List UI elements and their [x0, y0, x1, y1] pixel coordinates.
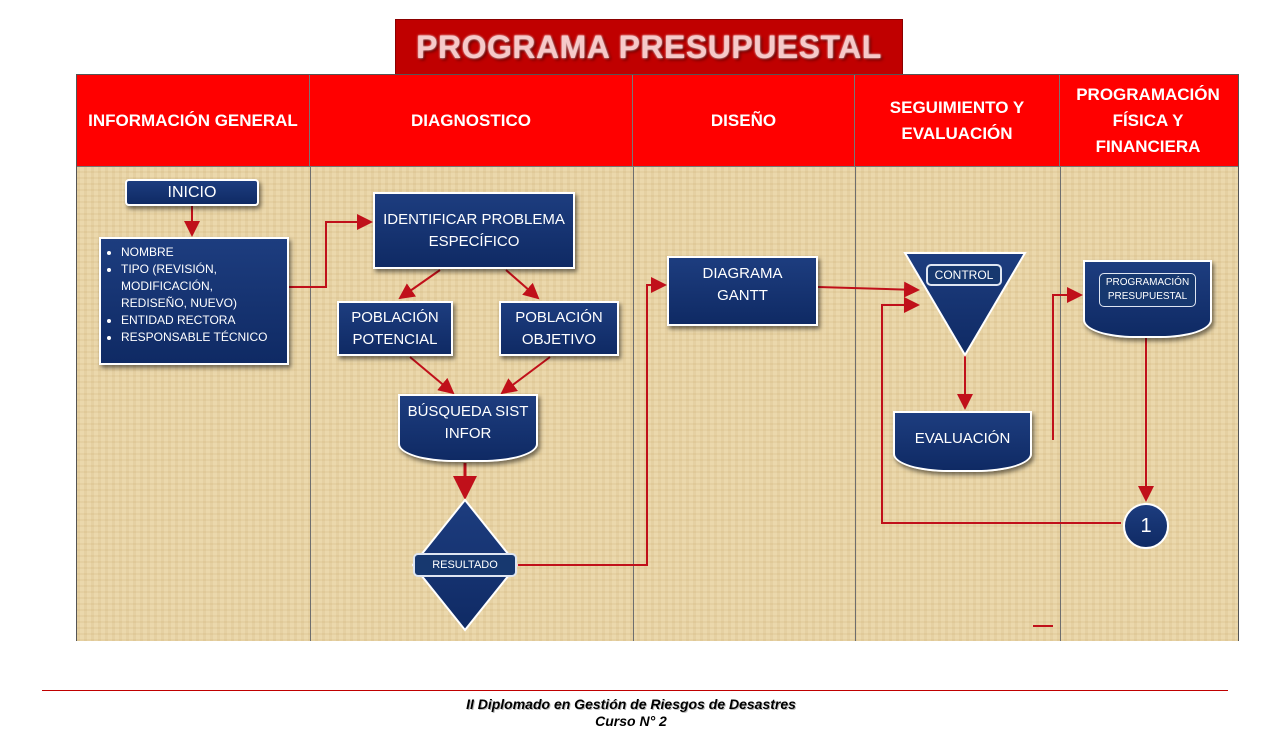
- column-header-informacion-general: INFORMACIÓN GENERAL: [77, 75, 310, 166]
- column-header-programacion: PROGRAMACIÓN FÍSICA Y FINANCIERA: [1076, 84, 1220, 156]
- diagrama-gantt-node[interactable]: DIAGRAMA GANTT: [667, 256, 818, 326]
- lane-divider: [855, 167, 856, 641]
- lane-divider: [1060, 167, 1061, 641]
- info-item-nombre: NOMBRE: [121, 244, 281, 261]
- connector-circle-shape: [1123, 503, 1169, 549]
- info-item-responsable: RESPONSABLE TÉCNICO: [121, 329, 281, 346]
- arrow-connector-loop-to-control: [881, 297, 1121, 524]
- control-label: CONTROL: [934, 268, 994, 282]
- footer-course-number: Curso N° 2: [595, 713, 667, 729]
- evaluacion-node[interactable]: EVALUACIÓN: [893, 411, 1032, 472]
- info-item-entidad: ENTIDAD RECTORA: [121, 312, 281, 329]
- programacion-presupuestal-label: PROGRAMACIÓN PRESUPUESTAL: [1099, 273, 1196, 307]
- arrow-resultado-to-gantt: [517, 277, 667, 566]
- evaluacion-label: EVALUACIÓN: [914, 429, 1011, 447]
- arrow-info-to-identificar: [289, 214, 373, 288]
- inicio-label: INICIO: [167, 183, 217, 201]
- header-row: INFORMACIÓN GENERAL DIAGNOSTICO DISEÑO S…: [77, 75, 1238, 166]
- lane-divider: [633, 167, 634, 641]
- page-title: PROGRAMA PRESUPUESTAL: [416, 29, 882, 65]
- diagrama-gantt-label: DIAGRAMA GANTT: [702, 265, 783, 304]
- resultado-label: RESULTADO: [432, 559, 498, 571]
- column-header-diseno: DISEÑO: [633, 75, 855, 166]
- resultado-node[interactable]: RESULTADO: [413, 553, 517, 577]
- identificar-problema-node[interactable]: IDENTIFICAR PROBLEMA ESPECÍFICO: [373, 192, 575, 269]
- title-banner: PROGRAMA PRESUPUESTAL: [395, 19, 903, 76]
- column-header-diagnostico: DIAGNOSTICO: [310, 75, 633, 166]
- arrow-evaluacion-to-programacion: [1052, 287, 1083, 440]
- info-general-box[interactable]: NOMBRE TIPO (REVISIÓN, MODIFICACIÓN, RED…: [99, 237, 289, 365]
- identificar-problema-label: IDENTIFICAR PROBLEMA ESPECÍFICO: [383, 210, 565, 250]
- control-node[interactable]: CONTROL: [926, 264, 1002, 286]
- column-header-seguimiento: SEGUIMIENTO Y EVALUACIÓN: [855, 75, 1060, 166]
- footer-divider: [42, 690, 1228, 691]
- arrow-potencial-to-busqueda: [409, 356, 455, 395]
- programacion-presupuestal-node[interactable]: PROGRAMACIÓN PRESUPUESTAL: [1083, 260, 1212, 338]
- poblacion-potencial-node[interactable]: POBLACIÓN POTENCIAL: [337, 301, 453, 356]
- poblacion-objetivo-label: POBLACIÓN OBJETIVO: [515, 308, 603, 348]
- arrow-to-poblacion-objetivo: [505, 269, 540, 300]
- arrow-to-poblacion-potencial: [398, 269, 441, 300]
- arrow-gantt-to-control: [817, 281, 920, 298]
- info-item-tipo: TIPO (REVISIÓN, MODIFICACIÓN, REDISEÑO, …: [121, 261, 281, 312]
- footer-course-title: II Diplomado en Gestión de Riesgos de De…: [466, 696, 796, 712]
- connector-node[interactable]: 1: [1124, 504, 1168, 548]
- poblacion-potencial-label: POBLACIÓN POTENCIAL: [351, 308, 439, 348]
- inicio-node[interactable]: INICIO: [125, 179, 259, 206]
- poblacion-objetivo-node[interactable]: POBLACIÓN OBJETIVO: [499, 301, 619, 356]
- busqueda-sist-infor-node[interactable]: BÚSQUEDA SIST INFOR: [398, 394, 538, 462]
- busqueda-label: BÚSQUEDA SIST INFOR: [407, 403, 529, 442]
- info-general-list: NOMBRE TIPO (REVISIÓN, MODIFICACIÓN, RED…: [109, 244, 281, 346]
- arrow-objetivo-to-busqueda: [500, 356, 551, 395]
- lane-divider: [310, 167, 311, 641]
- connector-label: 1: [1140, 514, 1152, 537]
